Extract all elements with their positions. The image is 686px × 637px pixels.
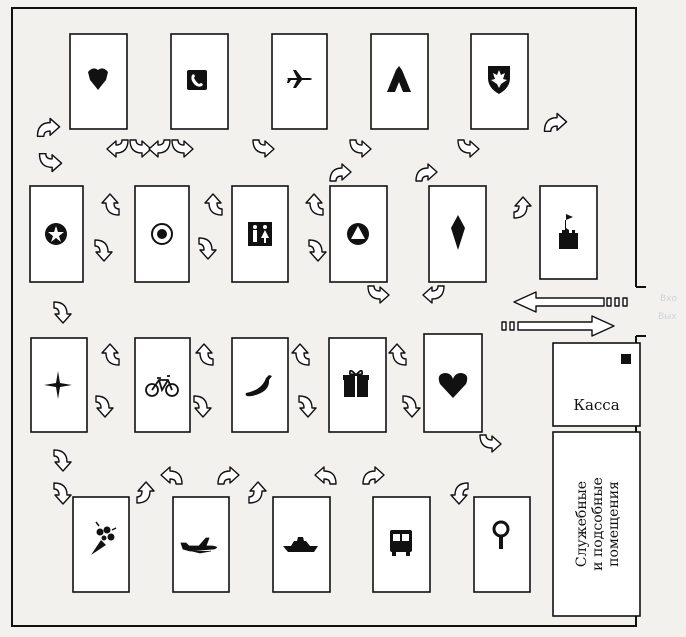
service-label-line: и подсобные <box>590 476 606 571</box>
flow-arrow <box>388 343 407 366</box>
seaplane-icon <box>180 537 217 554</box>
stand-row-4 <box>72 496 531 593</box>
police-shield-icon <box>88 68 108 90</box>
service-label-line: Служебные <box>574 480 590 567</box>
magnifier-icon <box>492 520 510 549</box>
bicycle-icon <box>145 375 179 397</box>
flow-arrow <box>362 466 385 485</box>
flow-arrow <box>53 301 72 324</box>
entry-arrow <box>501 315 615 337</box>
flow-arrow <box>171 139 194 158</box>
chili-pepper-icon <box>245 375 272 397</box>
service-label-line: помещения <box>606 480 622 567</box>
service-rooms-label: Служебные и подсобные помещения <box>553 432 643 615</box>
flower-bouquet-icon <box>91 521 117 555</box>
service-label-text: Служебные и подсобные помещения <box>574 434 622 614</box>
motor-yacht-icon <box>283 537 318 552</box>
flow-arrow <box>248 481 267 504</box>
stand-restroom <box>231 185 289 283</box>
flow-arrow <box>252 139 275 158</box>
maple-leaf-icon <box>488 66 510 94</box>
triangle-icon <box>347 223 369 245</box>
compass-star-icon <box>44 371 72 399</box>
service-room <box>552 431 641 617</box>
target-icon <box>151 223 173 245</box>
star-icon <box>45 223 67 245</box>
flow-arrow <box>457 139 480 158</box>
flow-arrow <box>38 152 63 173</box>
castle-icon <box>559 214 578 249</box>
flow-arrow <box>305 193 324 216</box>
flow-arrow <box>543 112 568 133</box>
flow-arrow <box>101 193 120 216</box>
stand-pepper <box>231 337 289 433</box>
entrance-label: Вхо <box>660 294 678 304</box>
flow-arrow <box>402 395 421 418</box>
flow-arrow <box>195 343 214 366</box>
flow-arrow <box>193 395 212 418</box>
flow-arrow <box>298 395 317 418</box>
exit-label: Вых <box>658 312 677 322</box>
flow-arrow <box>53 449 72 472</box>
flow-arrow <box>513 196 532 219</box>
exit-arrow <box>513 291 628 313</box>
cashier-label: Касса <box>573 396 620 414</box>
flow-arrow <box>450 482 469 505</box>
flow-arrow <box>36 117 61 138</box>
telephone-icon <box>187 70 207 90</box>
flow-arrow <box>136 481 155 504</box>
flow-arrows <box>36 112 568 505</box>
diamond-pin-icon <box>451 215 465 250</box>
stand-row-1 <box>69 33 529 130</box>
flow-arrow <box>204 193 223 216</box>
flow-arrow <box>367 285 390 304</box>
flow-arrow <box>148 139 171 158</box>
cashier-marker <box>621 354 631 364</box>
flow-arrow <box>95 395 114 418</box>
airplane-icon <box>287 70 312 88</box>
flow-arrow <box>422 285 445 304</box>
flow-arrow <box>415 163 438 182</box>
flow-arrow <box>217 466 240 485</box>
flow-arrow <box>129 139 152 158</box>
flow-arrow <box>106 139 129 158</box>
stand-bicycle <box>134 337 191 433</box>
gift-box-icon <box>343 369 369 397</box>
flow-arrow <box>291 343 310 366</box>
tent-icon <box>387 66 411 92</box>
flow-arrow <box>349 139 372 158</box>
stand-row-3 <box>30 333 483 433</box>
flow-arrow <box>314 466 337 485</box>
heart-icon <box>438 373 468 398</box>
flow-arrow <box>308 239 327 262</box>
flow-arrow <box>198 237 217 260</box>
stand-row-2 <box>29 185 598 283</box>
flow-arrow <box>479 434 502 453</box>
bus-icon <box>390 530 412 556</box>
flow-arrow <box>329 163 352 182</box>
flow-arrow <box>53 482 72 505</box>
flow-arrow <box>160 466 183 485</box>
restroom-icon <box>248 222 272 246</box>
flow-arrow <box>101 343 120 366</box>
flow-arrow <box>94 239 113 262</box>
